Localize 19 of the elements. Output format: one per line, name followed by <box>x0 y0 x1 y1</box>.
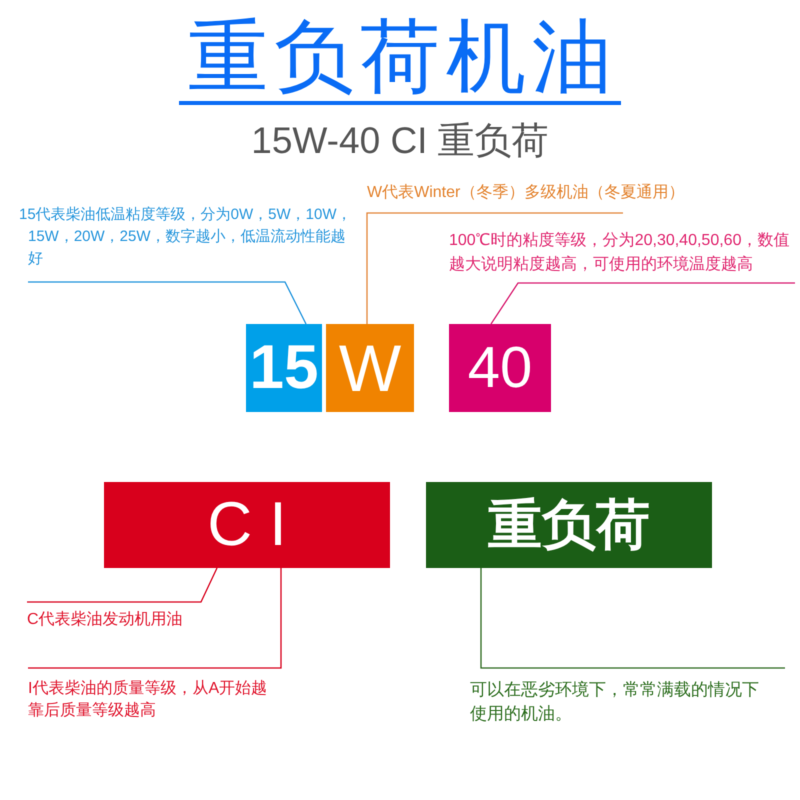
leader-line <box>480 568 785 669</box>
leader-line <box>27 568 218 603</box>
code-box: 15 <box>246 324 322 412</box>
leader-line <box>490 282 795 324</box>
code-box: 重负荷 <box>426 482 712 568</box>
code-box: 40 <box>449 324 551 412</box>
annotation-text: W代表Winter（冬季）多级机油（冬夏通用） <box>367 182 702 213</box>
leader-line <box>28 281 307 324</box>
title: 重负荷机油 <box>179 13 621 105</box>
code-box: W <box>326 324 414 412</box>
code-box: C I <box>104 482 390 568</box>
leader-line <box>28 568 282 669</box>
annotation-text: 15代表柴油低温粘度等级，分为0W，5W，10W，15W，20W，25W，数字越小，低温流动性能越好 <box>19 204 354 282</box>
subtitle: 15W-40 CI 重负荷 <box>251 119 549 163</box>
annotation-text: 可以在恶劣环境下，常常满载的情况下使用的机油。 <box>470 668 785 726</box>
annotation-text: I代表柴油的质量等级，从A开始越靠后质量等级越高 <box>28 668 268 722</box>
annotation-text: 100℃时的粘度等级，分为20,30,40,50,60，数值越大说明粘度越高，可使用的环境温度越高 <box>449 229 795 283</box>
leader-line <box>366 212 623 324</box>
annotation-text: C代表柴油发动机用油 <box>27 602 227 631</box>
